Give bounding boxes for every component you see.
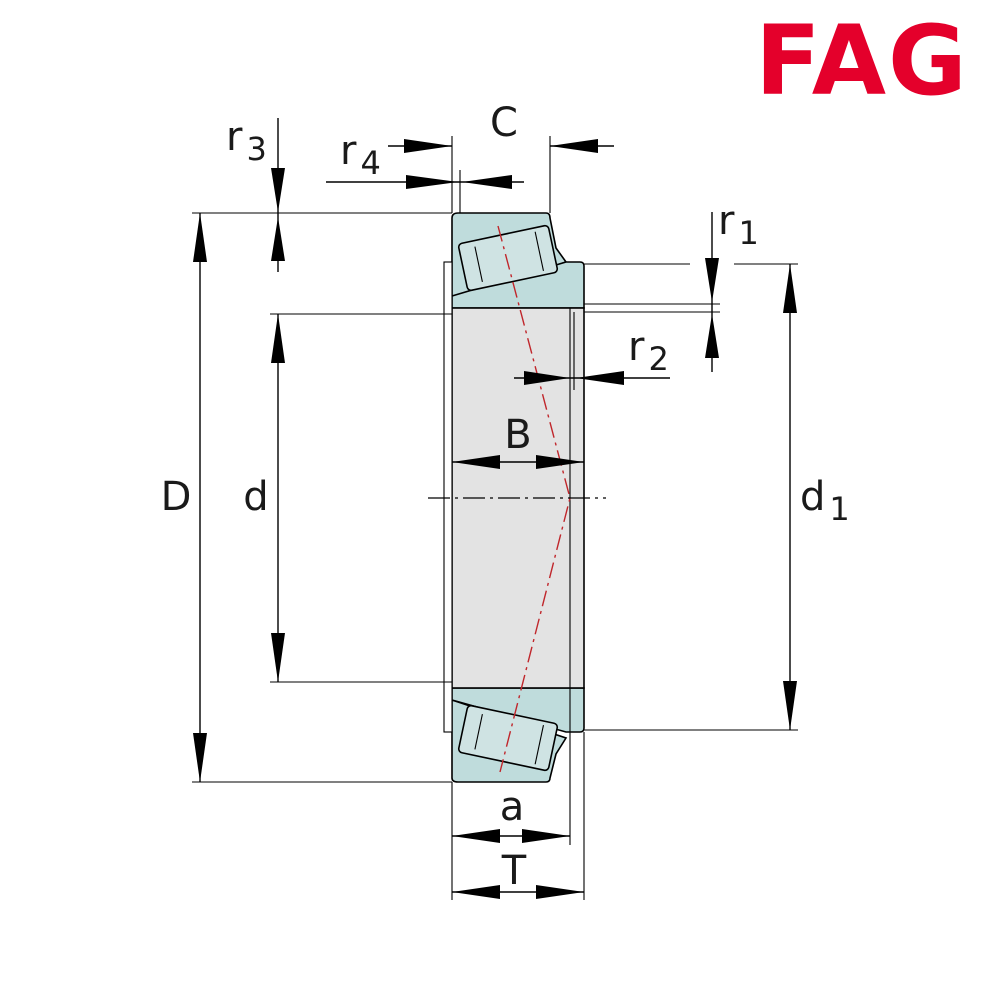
cage-left — [443, 261, 453, 733]
roller-top-body — [457, 224, 559, 292]
roller-top-shading — [474, 246, 483, 282]
arrowhead-r1-down — [705, 258, 719, 302]
label-r3-subscript: 3 — [246, 130, 266, 168]
roller-bottom-shading — [474, 714, 483, 750]
label-d1-subscript: 1 — [829, 490, 849, 528]
arrowhead-a-right — [522, 829, 570, 843]
arrowhead-r1-up — [705, 314, 719, 358]
arrowhead-t-right — [536, 885, 584, 899]
label-t: T — [501, 848, 527, 894]
label-bore-diameter: d — [243, 474, 268, 520]
roller-top — [457, 224, 559, 292]
contact-angle-axis — [497, 225, 571, 773]
arrowhead-b-left — [452, 455, 500, 469]
arrowhead-bore-bottom — [271, 633, 285, 682]
arrowhead-c-left — [404, 139, 452, 153]
label-a: a — [500, 784, 525, 830]
arrowhead-b-right — [536, 455, 584, 469]
roller-top-shading-2 — [534, 231, 544, 272]
arrowhead-bore-top — [271, 314, 285, 363]
arrowhead-t-left — [452, 885, 500, 899]
arrowhead-r3-down — [271, 168, 285, 212]
inner-ring-rib-bottom — [451, 687, 585, 733]
label-r2-subscript: 2 — [648, 340, 668, 378]
arrowhead-c-right — [550, 139, 598, 153]
label-r3-main: r — [226, 114, 243, 160]
arrowhead-r2-right — [524, 371, 570, 385]
label-outer-diameter: D — [161, 474, 192, 520]
label-r2-main: r — [628, 324, 645, 370]
arrowhead-r4-right — [406, 175, 458, 189]
arrowhead-d1-bottom — [783, 681, 797, 730]
arrowhead-d1-top — [783, 264, 797, 313]
fag-logo-text: FAG — [755, 5, 969, 117]
label-r4-subscript: 4 — [360, 144, 380, 182]
label-b: B — [504, 412, 531, 458]
arrowhead-r2-left — [576, 371, 624, 385]
fag-logo: FAG — [755, 5, 969, 117]
label-c: C — [490, 100, 518, 146]
arrowhead-a-left — [452, 829, 500, 843]
arrowhead-r3-up — [271, 217, 285, 261]
label-r1-subscript: 1 — [738, 214, 758, 252]
label-r4-main: r — [340, 128, 357, 174]
arrowhead-r4-left — [462, 175, 512, 189]
arrowhead-d-bottom — [193, 733, 207, 782]
roller-bottom-shading-2 — [534, 724, 544, 765]
label-r1-main: r — [718, 198, 735, 244]
label-d1-main: d — [800, 474, 825, 520]
arrowhead-d-top — [193, 213, 207, 262]
